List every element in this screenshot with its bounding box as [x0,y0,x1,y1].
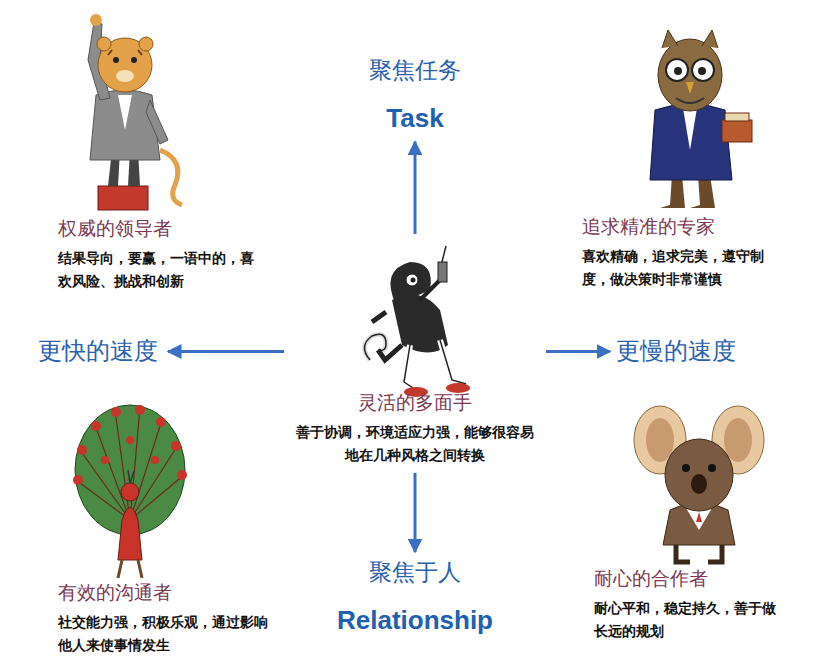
node-heading: 聚焦于人 [335,558,496,588]
style-card: 权威的领导者结果导向，要赢，一语中的，喜欢风险、挑战和创新 [58,216,263,293]
chameleon-figure [364,246,470,397]
node-heading: 权威的领导者 [58,216,263,241]
axis-label: 聚焦于人 Relationship [335,558,496,638]
arrow-connector [414,142,417,234]
node-heading: 更快的速度 [38,336,162,367]
node-text: Task [367,102,463,136]
peacock-figure [73,405,187,578]
node-heading: 有效的沟通者 [58,580,273,605]
node-text: 结果导向，要赢，一语中的，喜欢风险、挑战和创新 [58,247,263,293]
arrow-connector [168,350,284,353]
node-heading: 灵活的多面手 [290,390,540,415]
node-heading: 耐心的合作者 [594,566,784,591]
axis-label: 聚焦任务 Task [367,56,463,136]
axis-label: 更快的速度 [38,336,162,367]
tiger-figure [88,14,182,210]
node-heading: 更慢的速度 [616,336,740,367]
node-text: 社交能力强，积极乐观，通过影响他人来使事情发生 [58,611,273,657]
node-text: 耐心平和，稳定持久，善于做长远的规划 [594,597,784,643]
style-card: 有效的沟通者社交能力强，积极乐观，通过影响他人来使事情发生 [58,580,273,657]
owl-figure [650,30,752,208]
node-text: Relationship [335,604,496,638]
arrow-connector [414,473,417,552]
arrow-connector [546,350,610,353]
koala-figure [634,406,764,562]
node-heading: 聚焦任务 [367,56,463,86]
style-card: 灵活的多面手善于协调，环境适应力强，能够很容易地在几种风格之间转换 [290,240,540,467]
axis-label: 更慢的速度 [616,336,740,367]
node-text: 喜欢精确，追求完美，遵守制度，做决策时非常谨慎 [582,245,782,291]
node-heading: 追求精准的专家 [582,214,782,239]
node-text: 善于协调，环境适应力强，能够很容易地在几种风格之间转换 [290,421,540,467]
style-card: 耐心的合作者耐心平和，稳定持久，善于做长远的规划 [594,566,784,643]
style-card: 追求精准的专家喜欢精确，追求完美，遵守制度，做决策时非常谨慎 [582,214,782,291]
